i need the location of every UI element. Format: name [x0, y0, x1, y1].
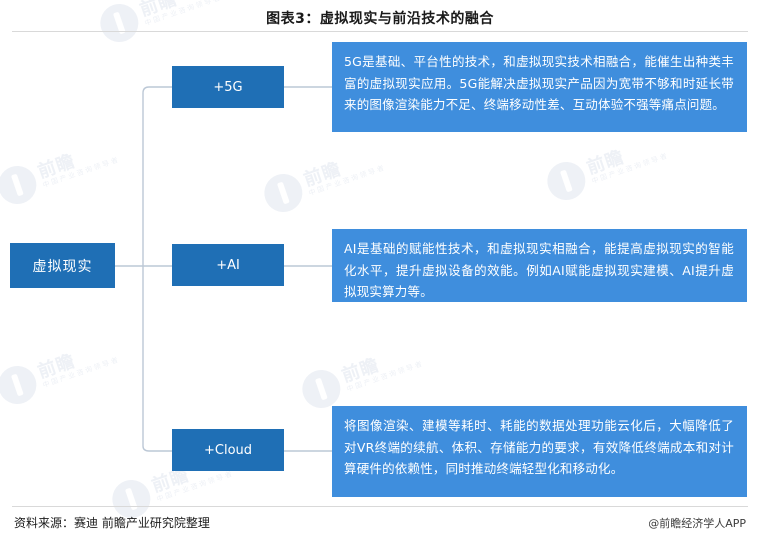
- footer-divider: [12, 506, 748, 507]
- node-branch-5g[interactable]: +5G: [172, 66, 284, 108]
- chart-title: 图表3：虚拟现实与前沿技术的融合: [266, 11, 494, 27]
- node-branch-ai-label: +AI: [216, 257, 240, 273]
- node-branch-5g-label: +5G: [213, 79, 243, 95]
- description-cloud: 将图像渲染、建模等耗时、耗能的数据处理功能云化后，大幅降低了对VR终端的续航、体…: [332, 406, 747, 497]
- node-virtual-reality[interactable]: 虚拟现实: [10, 243, 115, 288]
- brand-note: @前瞻经济学人APP: [648, 517, 746, 530]
- node-branch-ai[interactable]: +AI: [172, 244, 284, 286]
- node-branch-cloud-label: +Cloud: [203, 442, 253, 458]
- node-branch-cloud[interactable]: +Cloud: [172, 429, 284, 471]
- title-divider: [12, 31, 748, 32]
- description-5g: 5G是基础、平台性的技术，和虚拟现实技术相融合，能催生出种类丰富的虚拟现实应用。…: [332, 42, 747, 132]
- node-virtual-reality-label: 虚拟现实: [32, 258, 93, 275]
- source-note: 资料来源：赛迪 前瞻产业研究院整理: [14, 516, 210, 530]
- description-ai: AI是基础的赋能性技术，和虚拟现实相融合，能提高虚拟现实的智能化水平，提升虚拟设…: [332, 229, 747, 302]
